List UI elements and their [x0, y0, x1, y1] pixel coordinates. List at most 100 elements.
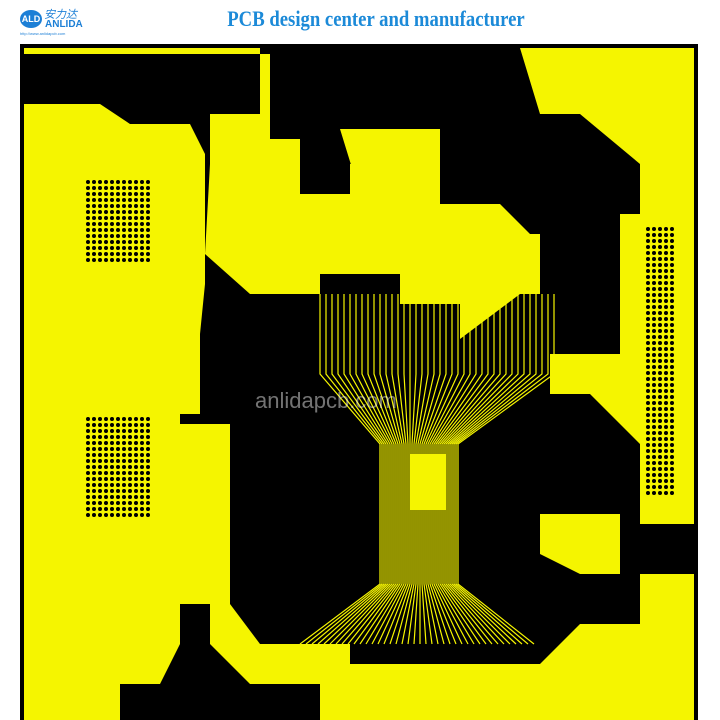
via: [128, 240, 132, 244]
trace: [401, 294, 423, 645]
via: [646, 449, 650, 453]
via: [92, 192, 96, 196]
via: [646, 485, 650, 489]
via: [110, 501, 114, 505]
via: [92, 501, 96, 505]
via: [128, 210, 132, 214]
via: [658, 269, 662, 273]
via: [140, 489, 144, 493]
via: [86, 228, 90, 232]
via: [664, 287, 668, 291]
via: [646, 341, 650, 345]
via: [122, 258, 126, 262]
via: [670, 455, 674, 459]
via: [122, 423, 126, 427]
via: [122, 441, 126, 445]
via: [86, 435, 90, 439]
via: [116, 441, 120, 445]
via: [670, 437, 674, 441]
via: [128, 252, 132, 256]
trace: [299, 294, 381, 645]
via: [652, 347, 656, 351]
via: [92, 252, 96, 256]
via: [146, 459, 150, 463]
via: [652, 239, 656, 243]
via: [658, 299, 662, 303]
logo-name: ANLIDA: [45, 19, 83, 30]
via: [652, 395, 656, 399]
via: [134, 252, 138, 256]
via: [664, 473, 668, 477]
trace: [383, 294, 409, 645]
trace: [451, 294, 537, 645]
via: [146, 501, 150, 505]
via: [670, 467, 674, 471]
trace: [447, 294, 525, 645]
via: [92, 423, 96, 427]
via: [122, 198, 126, 202]
via: [116, 423, 120, 427]
via: [652, 269, 656, 273]
via: [122, 453, 126, 457]
via: [652, 389, 656, 393]
via: [646, 227, 650, 231]
via: [104, 429, 108, 433]
via: [92, 507, 96, 511]
via: [646, 461, 650, 465]
via: [110, 483, 114, 487]
via: [116, 216, 120, 220]
via: [670, 449, 674, 453]
via: [652, 359, 656, 363]
via: [86, 258, 90, 262]
via: [98, 204, 102, 208]
via: [98, 198, 102, 202]
via: [664, 251, 668, 255]
via: [98, 429, 102, 433]
via: [128, 501, 132, 505]
via: [146, 246, 150, 250]
via: [122, 435, 126, 439]
via: [670, 479, 674, 483]
via: [658, 347, 662, 351]
trace: [413, 294, 435, 645]
via: [146, 447, 150, 451]
via: [146, 222, 150, 226]
via: [116, 447, 120, 451]
via: [652, 455, 656, 459]
trace: [457, 294, 555, 645]
via: [670, 347, 674, 351]
via: [664, 437, 668, 441]
via: [140, 234, 144, 238]
via: [652, 473, 656, 477]
via: [134, 465, 138, 469]
via: [664, 275, 668, 279]
via: [646, 329, 650, 333]
via: [658, 449, 662, 453]
via: [98, 453, 102, 457]
via: [122, 501, 126, 505]
via: [646, 257, 650, 261]
via: [92, 471, 96, 475]
via: [664, 281, 668, 285]
via: [86, 459, 90, 463]
via: [646, 395, 650, 399]
via: [98, 447, 102, 451]
via: [134, 204, 138, 208]
via: [658, 425, 662, 429]
via: [664, 389, 668, 393]
via: [140, 258, 144, 262]
trace: [353, 294, 399, 645]
via: [110, 423, 114, 427]
via: [92, 246, 96, 250]
trace: [395, 294, 417, 645]
via: [110, 471, 114, 475]
via: [128, 483, 132, 487]
via: [122, 192, 126, 196]
traces: [299, 294, 555, 645]
via: [658, 431, 662, 435]
via: [86, 246, 90, 250]
via: [98, 228, 102, 232]
via: [104, 513, 108, 517]
via: [140, 495, 144, 499]
via: [658, 263, 662, 267]
